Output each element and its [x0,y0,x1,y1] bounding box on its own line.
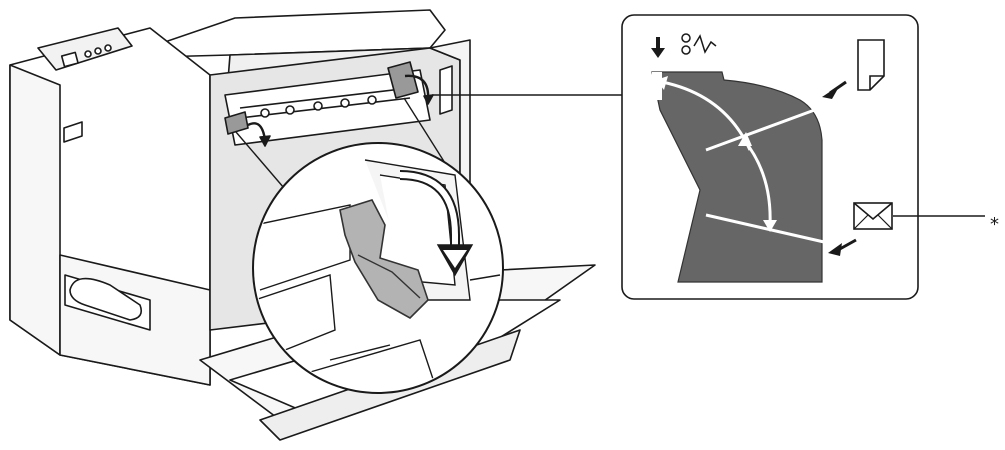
lever-graphic [651,71,825,283]
down-arrow-icon [651,37,665,58]
paper-path-icon [681,33,717,55]
zoom-detail-circle [235,97,504,394]
pointer-arrow-bottom [828,243,842,256]
paper-sheet-icon [857,39,885,91]
envelope-icon [853,202,893,230]
callout-marker: * [990,214,999,235]
lever-position-callout [621,14,919,300]
